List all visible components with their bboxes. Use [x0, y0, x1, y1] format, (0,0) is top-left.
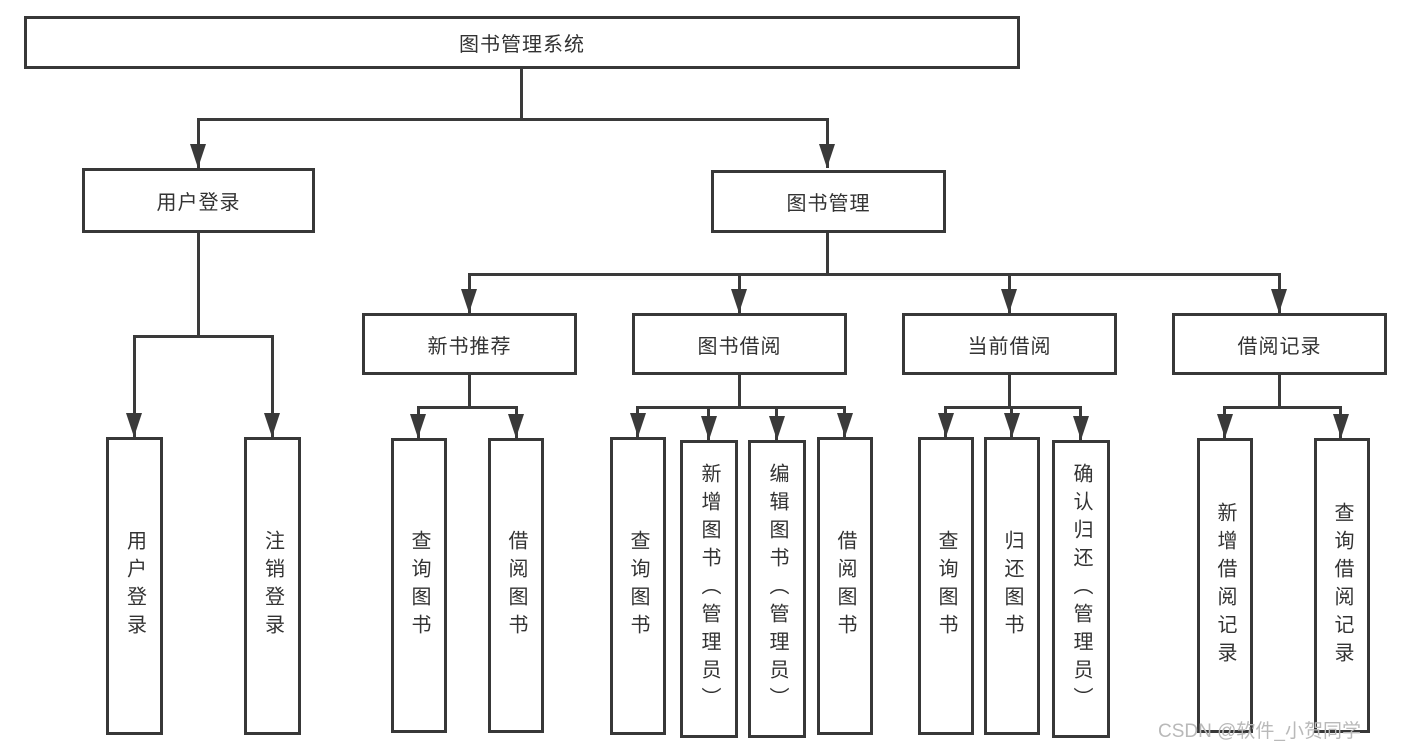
connector-line: [738, 375, 741, 406]
connector-line: [826, 233, 829, 273]
connector-line: [1278, 375, 1281, 406]
leaf-edit-books-admin: 编辑图书（管理员）: [748, 440, 806, 738]
node-label: 新书推荐: [427, 335, 512, 358]
leaf-user-login: 用户登录: [106, 437, 163, 735]
node-label: 图书管理: [786, 193, 871, 215]
connector-line: [133, 335, 136, 437]
node-label: 查询图书: [408, 529, 430, 642]
node-label: 图书管理系统: [459, 34, 585, 56]
arrow-down-icon: [190, 144, 206, 168]
connector-line: [520, 69, 523, 118]
node-borrowing-records: 借阅记录: [1172, 313, 1387, 375]
arrow-down-icon: [1004, 413, 1020, 437]
node-label: 借阅图书: [505, 529, 527, 642]
leaf-query-books-rec: 查询图书: [391, 438, 447, 733]
connector-line: [636, 406, 846, 409]
arrow-down-icon: [461, 289, 477, 313]
arrow-down-icon: [264, 413, 280, 437]
connector-line: [944, 406, 1082, 409]
connector-line: [417, 406, 518, 409]
arrow-down-icon: [1073, 416, 1089, 440]
leaf-query-borrow-record: 查询借阅记录: [1314, 438, 1370, 733]
arrow-down-icon: [1333, 414, 1349, 438]
node-book-borrowing: 图书借阅: [632, 313, 847, 375]
connector-line: [133, 335, 274, 338]
node-library-management-system: 图书管理系统: [24, 16, 1020, 69]
node-label: 查询图书: [935, 530, 957, 642]
node-user-login: 用户登录: [82, 168, 315, 233]
arrow-down-icon: [701, 416, 717, 440]
connector-line: [468, 375, 471, 406]
arrow-down-icon: [410, 414, 426, 438]
node-label: 用户登录: [123, 530, 146, 642]
arrow-down-icon: [837, 413, 853, 437]
leaf-add-borrow-record: 新增借阅记录: [1197, 438, 1253, 733]
leaf-borrow-books-rec: 借阅图书: [488, 438, 544, 733]
connector-line: [826, 118, 829, 168]
arrow-down-icon: [731, 289, 747, 313]
connector-line: [197, 233, 200, 335]
node-label: 注销登录: [261, 530, 284, 642]
node-current-borrowing: 当前借阅: [902, 313, 1117, 375]
node-new-book-recommendation: 新书推荐: [362, 313, 577, 375]
node-label: 确认归还（管理员）: [1070, 463, 1092, 715]
node-label: 编辑图书（管理员）: [766, 463, 788, 715]
arrow-down-icon: [1001, 289, 1017, 313]
connector-line: [468, 273, 1281, 276]
arrow-down-icon: [630, 413, 646, 437]
node-label: 查询借阅记录: [1331, 501, 1353, 670]
arrow-down-icon: [769, 416, 785, 440]
node-label: 新增借阅记录: [1214, 501, 1236, 670]
leaf-query-books-borrow: 查询图书: [610, 437, 666, 735]
node-label: 图书借阅: [697, 335, 782, 358]
node-book-management: 图书管理: [711, 170, 946, 233]
arrow-down-icon: [819, 144, 835, 168]
arrow-down-icon: [508, 414, 524, 438]
node-label: 当前借阅: [967, 335, 1052, 358]
connector-line: [271, 335, 274, 437]
connector-line: [197, 118, 829, 121]
node-label: 借阅记录: [1237, 335, 1322, 358]
leaf-query-books-current: 查询图书: [918, 437, 974, 735]
arrow-down-icon: [126, 413, 142, 437]
connector-line: [197, 118, 200, 168]
leaf-logout: 注销登录: [244, 437, 301, 735]
csdn-watermark: CSDN @软件_小贺同学: [1158, 721, 1361, 742]
node-label: 借阅图书: [834, 530, 856, 642]
leaf-confirm-return-admin: 确认归还（管理员）: [1052, 440, 1110, 738]
connector-line: [1223, 406, 1342, 409]
leaf-return-books: 归还图书: [984, 437, 1040, 735]
node-label: 用户登录: [156, 192, 241, 214]
arrow-down-icon: [938, 413, 954, 437]
arrow-down-icon: [1217, 414, 1233, 438]
node-label: 查询图书: [627, 530, 649, 642]
leaf-borrow-books: 借阅图书: [817, 437, 873, 735]
connector-line: [1008, 375, 1011, 406]
leaf-add-books-admin: 新增图书（管理员）: [680, 440, 738, 738]
arrow-down-icon: [1271, 289, 1287, 313]
node-label: 归还图书: [1001, 530, 1023, 642]
node-label: 新增图书（管理员）: [698, 463, 720, 715]
